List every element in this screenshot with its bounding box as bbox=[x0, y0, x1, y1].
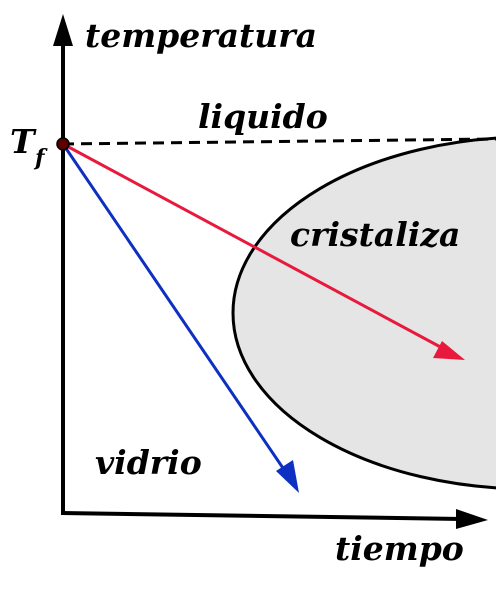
tf-label-subscript: f bbox=[33, 145, 48, 171]
glass-label: vidrio bbox=[95, 443, 202, 482]
tf-label-main: T bbox=[10, 122, 37, 161]
crystal-label: cristaliza bbox=[290, 215, 460, 254]
liquidus-line bbox=[62, 137, 496, 146]
y-axis-arrowhead bbox=[53, 14, 73, 46]
tf-label: T f bbox=[10, 122, 48, 171]
slow-cooling-arrow bbox=[62, 142, 447, 352]
y-axis-label: temperatura bbox=[85, 16, 317, 55]
x-axis bbox=[60, 511, 463, 521]
x-axis-label: tiempo bbox=[335, 529, 464, 568]
fast-cooling-arrowhead bbox=[276, 460, 299, 493]
slow-cooling-arrowhead bbox=[433, 341, 465, 360]
crystallization-region bbox=[231, 136, 496, 490]
tf-point bbox=[56, 137, 70, 151]
x-axis-arrowhead bbox=[456, 509, 488, 529]
fast-cooling-arrow bbox=[61, 143, 289, 475]
liquid-label: liquido bbox=[198, 97, 328, 136]
